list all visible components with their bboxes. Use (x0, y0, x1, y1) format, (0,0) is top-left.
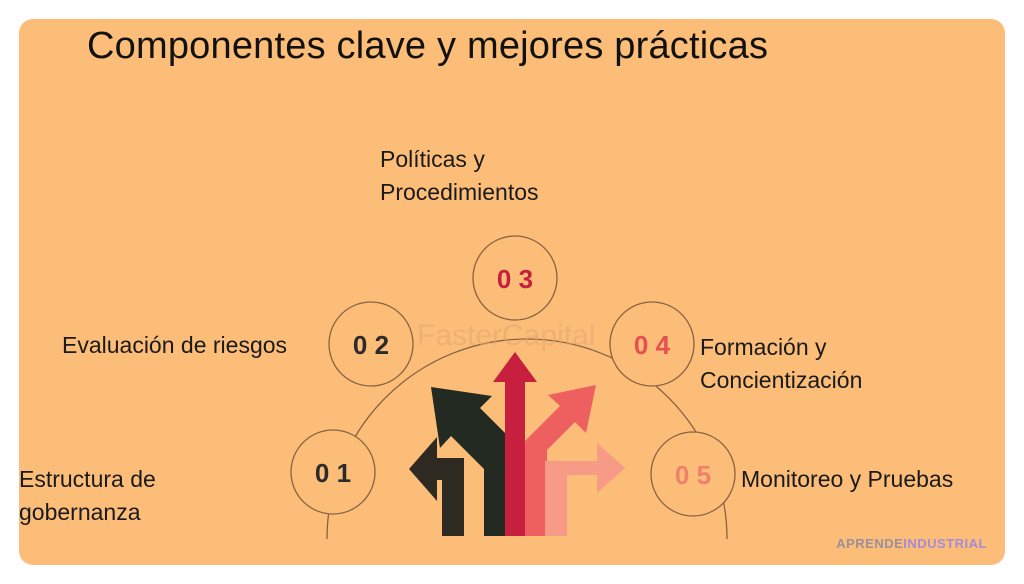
arrow-up (493, 352, 537, 536)
arrow-up-right (525, 385, 596, 536)
brand-logo: APRENDEINDUSTRIAL (836, 536, 987, 551)
item-label-5: Monitoreo y Pruebas (741, 466, 954, 492)
arrow-right (545, 443, 625, 536)
item-label-3: Políticas y Procedimientos (380, 146, 539, 205)
item-circle-5: 0 5 (650, 431, 736, 517)
item-number-2: 0 2 (353, 330, 389, 360)
diagram-graphic: 0 1 0 2 0 3 0 4 0 5 (290, 235, 736, 540)
item-circle-2: 0 2 (328, 301, 414, 387)
arrows-group (409, 352, 625, 536)
item-label-4: Formación y Concientización (700, 334, 863, 393)
item-number-1: 0 1 (315, 458, 351, 488)
item-circle-4: 0 4 (609, 301, 695, 387)
item-circle-1: 0 1 (290, 429, 376, 515)
watermark-text: FasterCapital (417, 319, 596, 352)
item-number-3: 0 3 (497, 264, 533, 294)
arrow-up-left (431, 387, 506, 536)
item-label-2: Evaluación de riesgos (62, 332, 288, 358)
arrow-left (409, 437, 464, 536)
item-circle-3: 0 3 (472, 235, 558, 321)
item-label-1: Estructura de gobernanza (19, 466, 156, 525)
infographic-card: Componentes clave y mejores prácticas 0 … (19, 19, 1005, 565)
brand-part-1: APRENDE (836, 536, 904, 551)
page-title: Componentes clave y mejores prácticas (87, 25, 769, 67)
item-number-4: 0 4 (634, 330, 671, 360)
brand-part-2: INDUSTRIAL (903, 536, 987, 551)
item-number-5: 0 5 (675, 460, 711, 490)
